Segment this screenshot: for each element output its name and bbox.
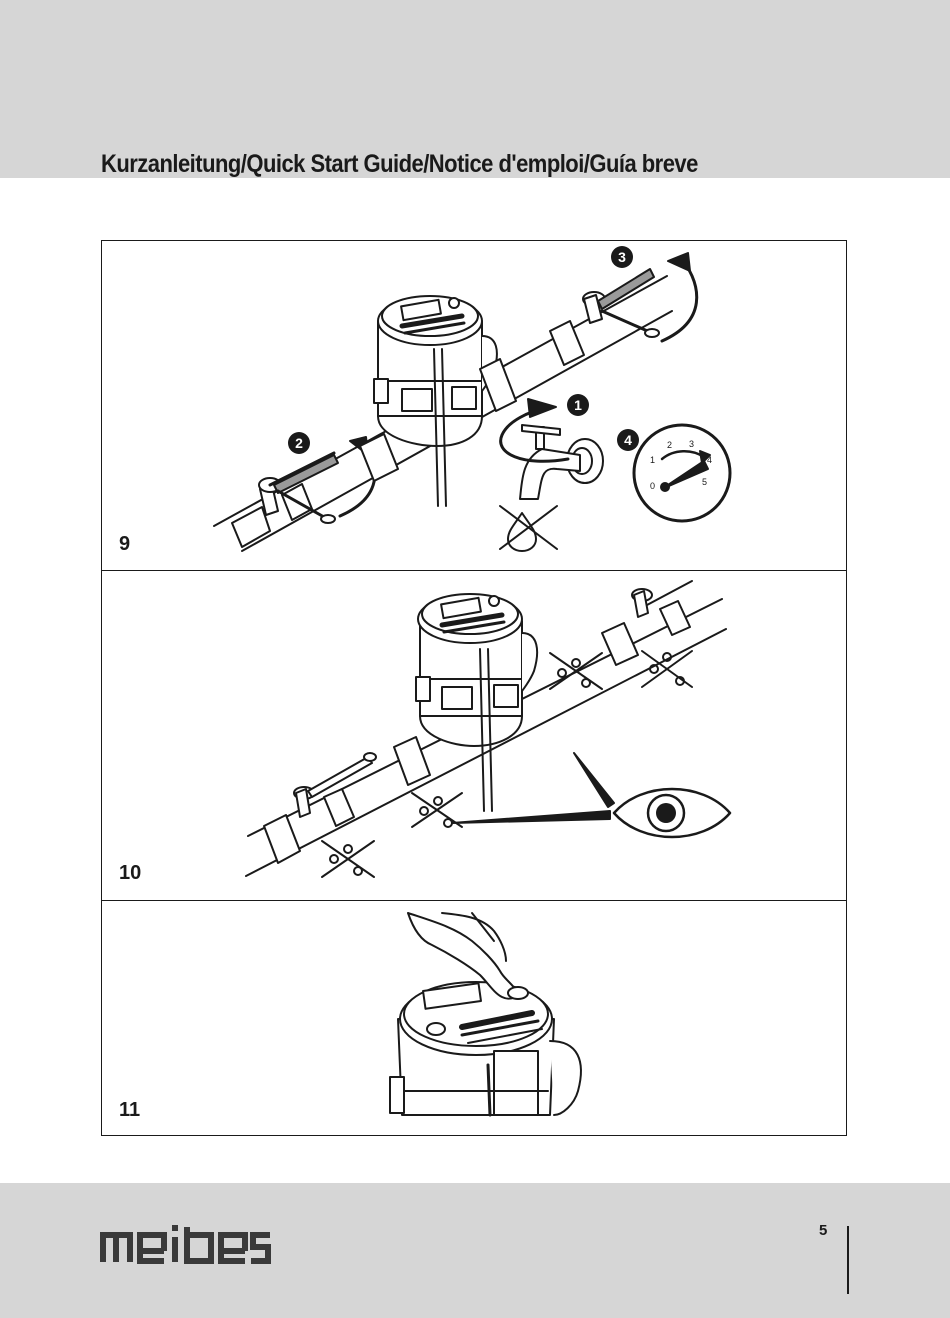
- rotate-arrow-icon: [499, 398, 570, 463]
- gauge-tick-5: 5: [702, 477, 707, 487]
- meter-head-icon: [389, 981, 582, 1117]
- no-leak-icon: [411, 792, 463, 828]
- water-meter-icon: [415, 593, 539, 812]
- header-band: [0, 0, 950, 178]
- page-title: Kurzanleitung/Quick Start Guide/Notice d…: [101, 150, 698, 178]
- step-number-9: 9: [119, 533, 131, 555]
- gauge-tick-1: 1: [650, 455, 655, 465]
- ball-valve-icon: [582, 268, 660, 338]
- svg-text:4: 4: [624, 432, 632, 448]
- ball-valve-icon: [293, 752, 377, 818]
- gauge-tick-3: 3: [689, 439, 694, 449]
- gauge-tick-0: 0: [650, 481, 655, 491]
- ball-valve-icon: [631, 588, 653, 618]
- gauge-tick-4: 4: [707, 455, 712, 465]
- svg-text:1: 1: [574, 397, 582, 413]
- pressure-gauge-icon: 0 1 2 3 4 5: [632, 423, 732, 523]
- svg-text:3: 3: [618, 249, 626, 265]
- step-panel-10: 10: [102, 570, 846, 900]
- no-leak-icon: [641, 650, 693, 688]
- brand-name: meibes: [100, 1225, 104, 1226]
- no-drip-icon: [499, 505, 558, 552]
- callout-1: 1: [567, 394, 589, 416]
- no-leak-icon: [549, 652, 603, 690]
- rotate-arrow-icon: [660, 252, 699, 343]
- water-meter-icon: [373, 295, 498, 507]
- step-panel-11: 11: [102, 900, 846, 1135]
- brand-logo: meibes: [100, 1225, 271, 1264]
- step-panel-9: 0 1 2 3 4 5 1 2 3 4: [102, 241, 846, 570]
- no-leak-icon: [321, 840, 375, 878]
- union-nut-icon: [479, 320, 585, 412]
- svg-text:2: 2: [295, 435, 303, 451]
- union-nut-icon: [263, 600, 691, 864]
- instruction-frame: 0 1 2 3 4 5 1 2 3 4: [101, 240, 847, 1136]
- ball-valve-icon: [258, 451, 339, 524]
- union-nut-icon: [359, 433, 399, 482]
- step-number-10: 10: [119, 862, 142, 884]
- finger-press-icon: [407, 912, 529, 1000]
- eye-icon: [451, 752, 732, 839]
- page-number: 5: [819, 1222, 828, 1239]
- gauge-tick-2: 2: [667, 440, 672, 450]
- callout-4: 4: [617, 429, 639, 451]
- page-number-rule: [847, 1226, 849, 1294]
- callout-2: 2: [288, 432, 310, 454]
- callout-3: 3: [611, 246, 633, 268]
- step-number-11: 11: [119, 1099, 141, 1121]
